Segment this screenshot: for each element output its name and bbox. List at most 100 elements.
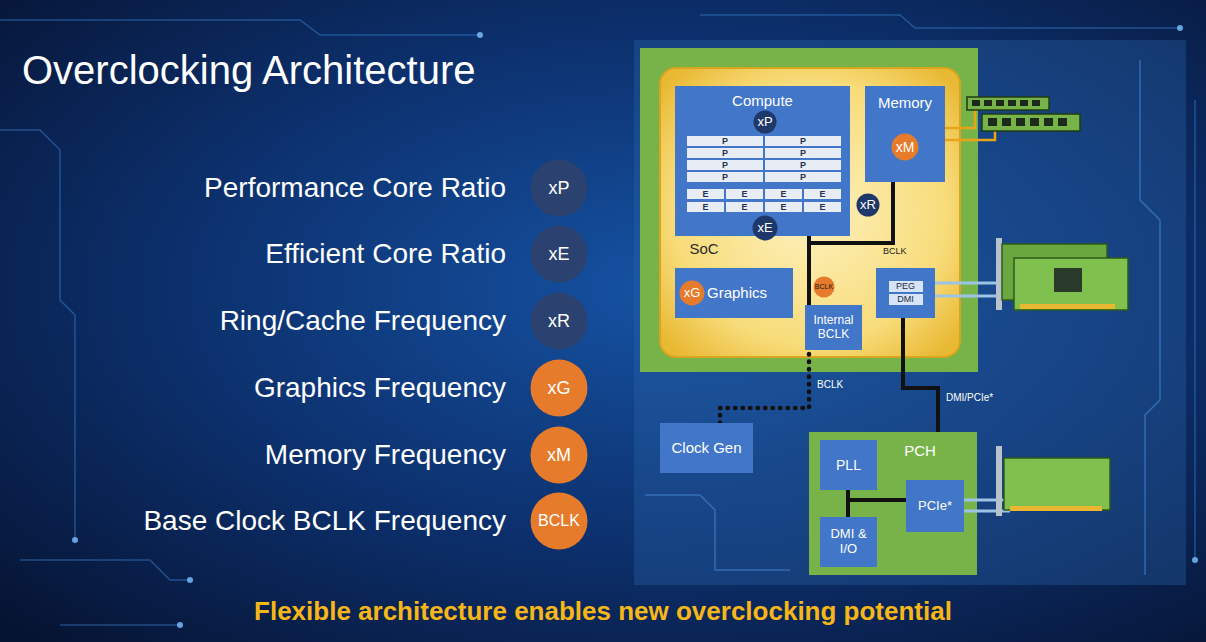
row-label: Ring/Cache Frequency xyxy=(20,304,506,338)
memory-dimms xyxy=(945,97,1080,140)
node-label: P xyxy=(800,172,806,182)
node-label: P xyxy=(800,148,806,158)
circle-fill xyxy=(531,293,588,350)
block-box: Graphics xG xyxy=(675,268,793,318)
core-cell: E xyxy=(765,202,802,212)
clock-badge: BCLK xyxy=(813,276,835,298)
circle-fill xyxy=(531,226,588,283)
cpu-package xyxy=(640,48,978,372)
ratio-badge: xG xyxy=(530,359,588,417)
pch-chip: PCH PLL DMI & I/O PCIe* xyxy=(809,432,977,575)
row-label: Memory Frequency xyxy=(20,438,506,472)
core-cell: P xyxy=(687,172,763,182)
ratio-badge: xR xyxy=(856,193,880,217)
io-block: PEGDMI xyxy=(876,268,935,318)
slide-title: Overclocking Architecture xyxy=(22,48,476,93)
slide-caption: Flexible architecture enables new overcl… xyxy=(0,596,1206,627)
signal-label: BCLK xyxy=(883,247,907,257)
gold-fingers xyxy=(1020,304,1115,309)
port-label: DMI xyxy=(889,294,923,305)
node-label: xG xyxy=(547,378,570,399)
core-cell: P xyxy=(765,136,841,146)
node-label: xR xyxy=(548,311,570,332)
node-label: E xyxy=(702,189,708,199)
block-box: ComputexPPPPPPPPPEEEEEEEExE xyxy=(675,86,850,236)
gold-fingers xyxy=(1010,506,1102,511)
card-bracket xyxy=(996,238,1002,310)
block-box: DMI & I/O xyxy=(820,517,877,567)
ratio-badge: xE xyxy=(530,225,588,283)
node-label: P xyxy=(722,148,728,158)
node-label: E xyxy=(741,189,747,199)
ratio-badge: xR xyxy=(530,292,588,350)
node-label: xP xyxy=(757,115,772,130)
node-label: E xyxy=(741,202,747,212)
ratio-badge: xE xyxy=(752,215,778,241)
row-label: Performance Core Ratio xyxy=(20,171,506,205)
node-label: BCLK xyxy=(538,512,580,530)
circle-fill xyxy=(753,216,778,241)
block-box: PCIe* xyxy=(906,480,964,532)
node-label: xR xyxy=(860,198,876,213)
core-cell: E xyxy=(726,202,763,212)
core-cell: E xyxy=(726,189,763,199)
circle-fill xyxy=(754,111,777,134)
panel-traces xyxy=(645,60,1160,575)
node-label: PCIe* xyxy=(918,499,952,514)
node-label: P xyxy=(722,160,728,170)
pcie-graphics-cards xyxy=(935,238,1128,310)
node-label: xP xyxy=(548,178,569,199)
node-label: Compute xyxy=(732,92,793,109)
ratio-badge: BCLK xyxy=(530,492,588,550)
circle-fill xyxy=(531,360,588,417)
core-cell: P xyxy=(687,148,763,158)
dram-chips xyxy=(972,100,1067,126)
row-label: Graphics Frequency xyxy=(20,371,506,405)
circle-fill xyxy=(531,427,588,484)
core-cell: E xyxy=(687,189,724,199)
ratio-badge: xG xyxy=(679,280,705,306)
node-label: xG xyxy=(684,286,701,301)
node-label: PLL xyxy=(836,457,861,473)
node-label: P xyxy=(800,136,806,146)
circle-fill xyxy=(857,194,880,217)
circle-fill xyxy=(680,281,705,306)
node-label: Internal BCLK xyxy=(808,314,859,342)
node-label: E xyxy=(702,202,708,212)
pch-package xyxy=(809,432,977,575)
node-label: Graphics xyxy=(707,284,767,301)
core-cell: P xyxy=(765,148,841,158)
circle-fill xyxy=(892,134,919,161)
node-label: xE xyxy=(757,221,772,236)
node-label: P xyxy=(722,172,728,182)
row-label: Efficient Core Ratio xyxy=(20,237,506,271)
signal-label: DMI/PCIe* xyxy=(946,392,993,403)
diagram-panel xyxy=(634,40,1186,585)
circle-fill xyxy=(814,277,835,298)
node-label: xM xyxy=(896,139,915,155)
bus-line xyxy=(848,490,906,500)
dimm xyxy=(967,97,1049,110)
core-cell: P xyxy=(687,160,763,170)
signal-label: BCLK xyxy=(817,379,843,390)
circle-fill xyxy=(531,493,588,550)
ratio-badge: xP xyxy=(530,159,588,217)
soc-region: SoCComputexPPPPPPPPPEEEEEEEExEMemoryxMxR… xyxy=(660,68,960,357)
node-label: P xyxy=(722,136,728,146)
node-label: E xyxy=(780,189,786,199)
core-cell: E xyxy=(804,202,841,212)
node-label: DMI & I/O xyxy=(823,527,874,557)
node-label: PCH xyxy=(871,442,969,459)
soc-die xyxy=(660,68,960,357)
node-label: Memory xyxy=(878,94,932,111)
pcie-wires xyxy=(964,500,1010,511)
ratio-badge: xM xyxy=(891,133,919,161)
node-label: SoC xyxy=(674,240,734,257)
node-label: xE xyxy=(548,244,569,265)
card xyxy=(1014,258,1128,310)
core-cell: P xyxy=(687,136,763,146)
core-cell: E xyxy=(804,189,841,199)
circuit-traces xyxy=(0,15,1195,625)
pcie-card xyxy=(964,446,1110,516)
